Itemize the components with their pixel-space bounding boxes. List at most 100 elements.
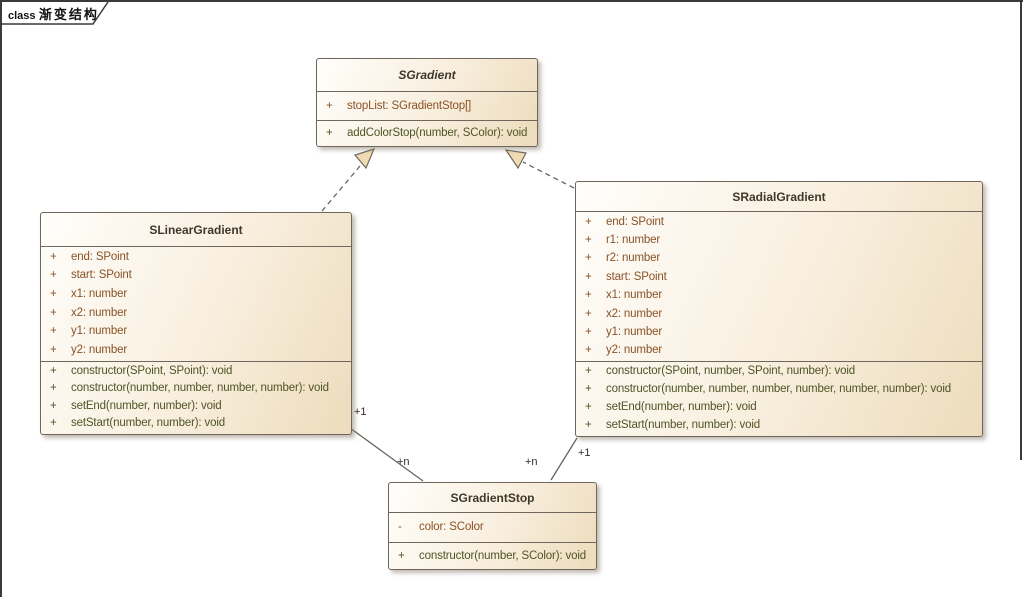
class-name: SLinearGradient bbox=[149, 222, 243, 237]
attribute-row: + y2: number bbox=[41, 344, 351, 357]
class-name: SGradientStop bbox=[450, 490, 535, 505]
member-text: y1: number bbox=[71, 325, 128, 338]
member-text: y1: number bbox=[606, 325, 663, 338]
association-line-radial-stop[interactable] bbox=[550, 437, 578, 481]
attribute-row: + x1: number bbox=[41, 288, 351, 301]
attribute-row: + stopList: SGradientStop[] bbox=[317, 100, 537, 113]
frame-border-right bbox=[1020, 0, 1022, 460]
frame-border-top bbox=[0, 0, 1023, 2]
operations-compartment: + constructor(SPoint, number, SPoint, nu… bbox=[576, 362, 982, 435]
multiplicity-label-radial-target: +n bbox=[525, 456, 538, 468]
visibility-marker: + bbox=[50, 382, 57, 395]
operation-row: + addColorStop(number, SColor): void bbox=[317, 127, 537, 140]
operation-row: + setStart(number, number): void bbox=[576, 419, 982, 432]
attribute-row: + start: SPoint bbox=[576, 271, 982, 284]
visibility-marker: + bbox=[585, 289, 592, 302]
multiplicity-label-radial-source: +1 bbox=[578, 447, 591, 459]
visibility-marker: + bbox=[585, 270, 592, 283]
operation-row: + constructor(number, SColor): void bbox=[389, 550, 596, 563]
member-text: color: SColor bbox=[419, 521, 484, 533]
operation-row: + constructor(SPoint, SPoint): void bbox=[41, 365, 351, 378]
member-text: addColorStop(number, SColor): void bbox=[347, 127, 528, 139]
attribute-row: + x2: number bbox=[576, 308, 982, 321]
visibility-marker: + bbox=[585, 383, 592, 396]
member-text: r2: number bbox=[606, 252, 661, 265]
visibility-marker: + bbox=[585, 252, 592, 265]
class-header: SGradient bbox=[317, 59, 537, 92]
attribute-row: + y2: number bbox=[576, 344, 982, 357]
member-text: constructor(number, number, number, numb… bbox=[606, 383, 952, 396]
visibility-marker: + bbox=[326, 99, 333, 112]
operations-compartment: + constructor(SPoint, SPoint): void + co… bbox=[41, 362, 351, 433]
attribute-row: + y1: number bbox=[41, 325, 351, 338]
attribute-row: + end: SPoint bbox=[576, 216, 982, 229]
visibility-marker: + bbox=[585, 325, 592, 338]
class-sradialgradient[interactable]: SRadialGradient + end: SPoint + r1: numb… bbox=[575, 181, 983, 437]
class-header: SGradientStop bbox=[389, 483, 596, 513]
visibility-marker: + bbox=[585, 234, 592, 247]
member-text: constructor(SPoint, number, SPoint, numb… bbox=[606, 365, 855, 378]
member-text: setEnd(number, number): void bbox=[606, 400, 757, 413]
visibility-marker: + bbox=[50, 365, 57, 378]
association-line-linear-stop[interactable] bbox=[349, 427, 424, 482]
operation-row: + setEnd(number, number): void bbox=[41, 400, 351, 413]
operation-row: + constructor(SPoint, number, SPoint, nu… bbox=[576, 365, 982, 378]
visibility-marker: + bbox=[585, 307, 592, 320]
visibility-marker: + bbox=[585, 344, 592, 357]
member-text: end: SPoint bbox=[606, 215, 664, 228]
visibility-marker: + bbox=[50, 399, 57, 412]
attribute-row: + start: SPoint bbox=[41, 269, 351, 282]
class-name: SRadialGradient bbox=[732, 189, 826, 204]
member-text: y2: number bbox=[606, 344, 663, 357]
visibility-marker: + bbox=[326, 127, 333, 139]
visibility-marker: + bbox=[50, 269, 57, 282]
visibility-marker: + bbox=[585, 400, 592, 413]
operations-compartment: + constructor(number, SColor): void bbox=[389, 543, 596, 569]
attribute-row: + r2: number bbox=[576, 252, 982, 265]
visibility-marker: + bbox=[50, 306, 57, 319]
visibility-marker: + bbox=[50, 416, 57, 429]
member-text: x2: number bbox=[606, 307, 663, 320]
attribute-row: + x1: number bbox=[576, 289, 982, 302]
realization-arrowhead-linear bbox=[353, 148, 376, 170]
member-text: end: SPoint bbox=[71, 250, 129, 263]
member-text: setStart(number, number): void bbox=[606, 418, 761, 431]
class-header: SLinearGradient bbox=[41, 213, 351, 247]
attribute-row: + end: SPoint bbox=[41, 251, 351, 264]
attribute-row: + r1: number bbox=[576, 234, 982, 247]
member-text: constructor(SPoint, SPoint): void bbox=[71, 365, 233, 378]
visibility-marker: + bbox=[585, 215, 592, 228]
class-sgradient[interactable]: SGradient + stopList: SGradientStop[] + … bbox=[316, 58, 538, 147]
multiplicity-label-linear-source: +1 bbox=[354, 406, 367, 418]
member-text: start: SPoint bbox=[606, 270, 667, 283]
operation-row: + setStart(number, number): void bbox=[41, 417, 351, 430]
visibility-marker: + bbox=[50, 325, 57, 338]
visibility-marker: + bbox=[50, 344, 57, 357]
visibility-marker: + bbox=[585, 418, 592, 431]
realization-line-radial[interactable] bbox=[522, 161, 575, 189]
realization-line-linear[interactable] bbox=[321, 165, 361, 212]
frame-tab-outline bbox=[2, 1, 109, 25]
operation-row: + constructor(number, number, number, nu… bbox=[576, 383, 982, 396]
class-slineargradient[interactable]: SLinearGradient + end: SPoint + start: S… bbox=[40, 212, 352, 435]
member-text: x2: number bbox=[71, 306, 128, 319]
member-text: constructor(number, SColor): void bbox=[419, 549, 586, 562]
member-text: stopList: SGradientStop[] bbox=[347, 99, 472, 112]
attribute-row: + x2: number bbox=[41, 307, 351, 320]
frame-border-left bbox=[0, 0, 2, 597]
operations-compartment: + addColorStop(number, SColor): void bbox=[317, 121, 537, 146]
operation-row: + constructor(number, number, number, nu… bbox=[41, 382, 351, 395]
visibility-marker: + bbox=[398, 549, 405, 562]
attributes-compartment: + end: SPoint + start: SPoint + x1: numb… bbox=[41, 247, 351, 362]
frame-kind-text: class bbox=[8, 10, 36, 22]
frame-title-text: 渐变结构 bbox=[38, 7, 99, 22]
operation-row: + setEnd(number, number): void bbox=[576, 401, 982, 414]
member-text: x1: number bbox=[71, 288, 128, 301]
class-header: SRadialGradient bbox=[576, 182, 982, 212]
member-text: start: SPoint bbox=[71, 269, 132, 282]
frame-tab-label: class 渐变结构 bbox=[8, 4, 99, 23]
class-sgradientstop[interactable]: SGradientStop - color: SColor + construc… bbox=[388, 482, 597, 570]
member-text: setStart(number, number): void bbox=[71, 416, 226, 429]
